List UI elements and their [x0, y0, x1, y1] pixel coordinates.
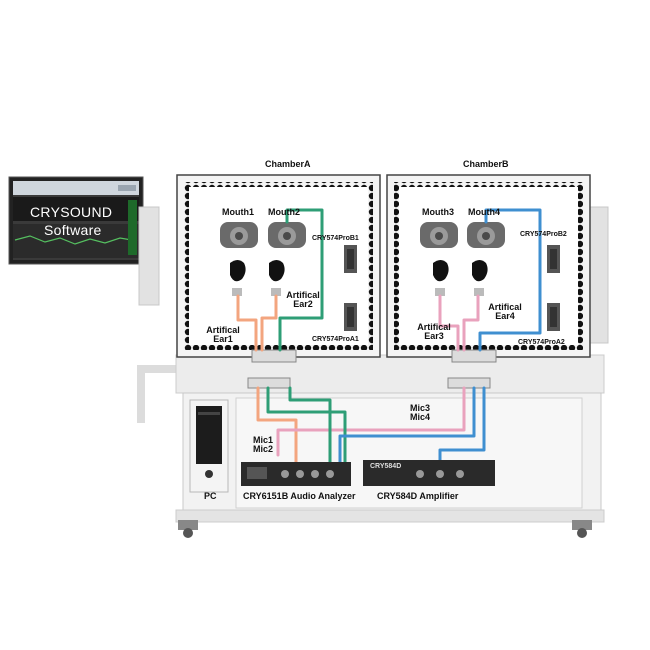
mouth3-label: Mouth3 [422, 207, 454, 217]
mic4-text: Mic4 [409, 412, 430, 422]
pc-label: PC [204, 491, 217, 501]
monitor-subtitle: Software [44, 222, 102, 238]
ear4-label: Artifical Ear4 [483, 303, 527, 321]
ear3-line2: Ear3 [424, 331, 444, 341]
mouth1-label: Mouth1 [222, 207, 254, 217]
mic2-text: Mic2 [252, 444, 273, 454]
analyzer-label: CRY6151B Audio Analyzer [243, 491, 356, 501]
cabinet-frame [137, 206, 609, 538]
ear1-line1: Artifical [206, 325, 240, 335]
probes [344, 245, 560, 331]
monitor-title: CRYSOUND [30, 204, 113, 220]
ear1-label: Artifical Ear1 [201, 326, 245, 344]
ear2-label: Artifical Ear2 [281, 291, 325, 309]
probe-a2-label: CRY574ProA2 [518, 339, 565, 346]
ear3-label: Artifical Ear3 [412, 323, 456, 341]
ear1-line2: Ear1 [213, 334, 233, 344]
ear4-line2: Ear4 [495, 311, 515, 321]
mic3-text: Mic3 [409, 403, 430, 413]
mic-left-label: Mic1 Mic2 [248, 436, 278, 454]
chamber-a-label: ChamberA [265, 159, 311, 169]
cables [236, 208, 542, 464]
amplifier-badge: CRY584D [370, 463, 402, 470]
mouth-speakers [220, 222, 505, 248]
mouth2-label: Mouth2 [268, 207, 300, 217]
ear4-line1: Artifical [488, 302, 522, 312]
mic1-text: Mic1 [252, 435, 273, 445]
amplifier-device [363, 460, 495, 486]
chamber-b-label: ChamberB [463, 159, 509, 169]
artificial-ears [230, 260, 488, 296]
analyzer-device [241, 462, 351, 486]
mic-right-label: Mic3 Mic4 [405, 404, 435, 422]
ear2-line2: Ear2 [293, 299, 313, 309]
pc-tower [189, 399, 229, 493]
probe-b2-label: CRY574ProB2 [520, 231, 567, 238]
monitor [8, 176, 144, 265]
chamber-connectors [247, 349, 497, 389]
amplifier-label: CRY584D Amplifier [377, 491, 459, 501]
probe-a1-label: CRY574ProA1 [312, 336, 359, 343]
ear3-line1: Artifical [417, 322, 451, 332]
ear2-line1: Artifical [286, 290, 320, 300]
mouth4-label: Mouth4 [468, 207, 500, 217]
probe-b1-label: CRY574ProB1 [312, 235, 359, 242]
